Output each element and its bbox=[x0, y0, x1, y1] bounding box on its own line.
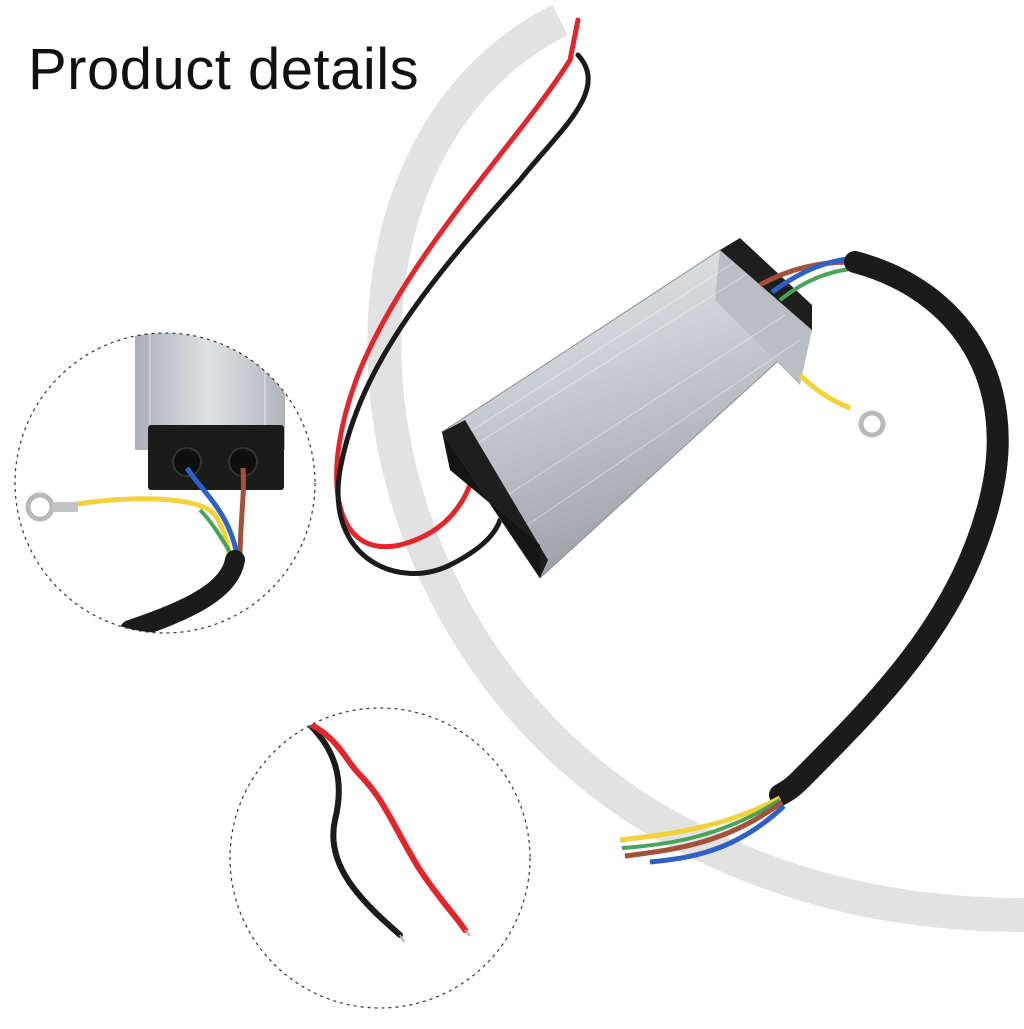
fanout-yellow bbox=[619, 795, 782, 843]
fanout-green bbox=[621, 798, 782, 850]
main-cable bbox=[769, 251, 1009, 806]
driver-housing bbox=[441, 238, 813, 579]
black-wire bbox=[335, 52, 591, 576]
fanout-brown bbox=[624, 800, 784, 859]
callout-connector-detail bbox=[15, 333, 315, 633]
ring-terminal bbox=[858, 410, 886, 438]
red-wire bbox=[334, 17, 581, 550]
callout-border-1 bbox=[14, 332, 316, 634]
callout-wire-ends-detail bbox=[230, 708, 530, 1008]
callout-border-2 bbox=[229, 707, 531, 1009]
yellow-wire bbox=[798, 373, 851, 411]
fanout-blue bbox=[649, 804, 786, 865]
page-title: Product details bbox=[28, 37, 420, 102]
background-arc bbox=[367, 4, 1024, 932]
